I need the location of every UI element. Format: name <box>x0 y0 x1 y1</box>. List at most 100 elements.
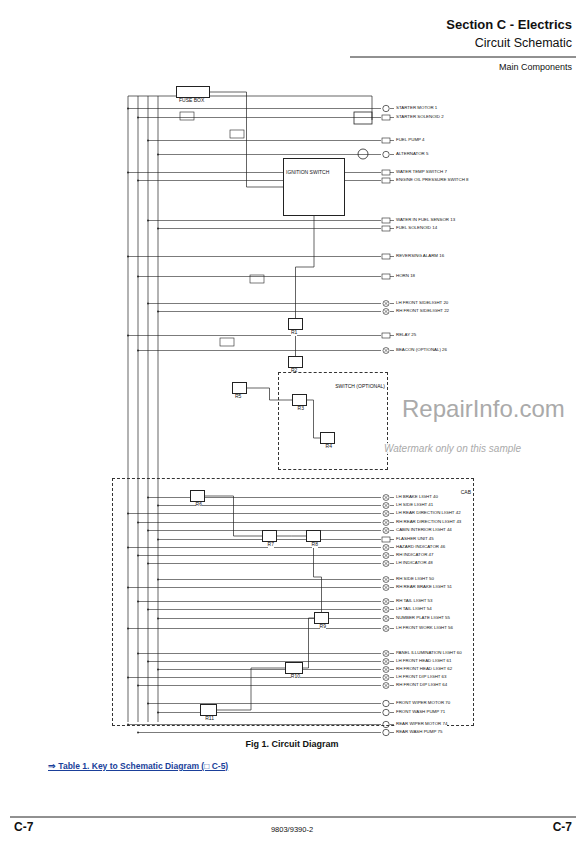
wire-connector <box>277 536 306 537</box>
component-label: ALTERNATOR 5 <box>396 152 428 157</box>
wire <box>138 555 381 556</box>
wire <box>148 140 381 141</box>
junction-dot <box>127 547 129 549</box>
wire <box>128 335 381 336</box>
lamp-cross <box>384 676 388 680</box>
battery-wire <box>190 96 372 97</box>
earth-wire <box>390 712 394 713</box>
lamp-symbol <box>383 651 389 657</box>
earth-wire <box>390 609 394 610</box>
lamp-symbol <box>383 511 389 517</box>
relay-box: R1 <box>288 318 303 330</box>
wire <box>158 579 381 580</box>
lamp-symbol <box>383 675 389 681</box>
lamp-symbol <box>383 626 389 632</box>
wire <box>138 653 381 654</box>
relay-box: R6 <box>190 490 205 502</box>
node-label: CAB <box>461 490 471 496</box>
junction-dot <box>127 677 129 679</box>
component-label: BEACON (OPTIONAL) 26 <box>396 348 447 353</box>
node-label: R8 <box>312 542 318 548</box>
earth-wire <box>390 677 394 678</box>
earth-wire <box>390 555 394 556</box>
lamp-cross <box>384 310 388 314</box>
junction-dot <box>157 712 159 714</box>
fuse-symbol <box>230 130 244 138</box>
earth-wire <box>390 522 394 523</box>
wire-connector <box>303 618 314 668</box>
lamp-cross <box>384 554 388 558</box>
component-label: REAR WASH PUMP 75 <box>396 730 442 735</box>
wire <box>148 661 381 662</box>
node-label: R7 <box>268 542 274 548</box>
wire <box>138 732 381 733</box>
component-label: HORN 18 <box>396 274 415 279</box>
component-label: REVERSING ALARM 16 <box>396 254 444 259</box>
page-label: C-7 <box>14 821 33 834</box>
lamp-symbol <box>383 495 389 501</box>
junction-dot <box>127 513 129 515</box>
wire-connector <box>307 400 320 438</box>
component-symbol <box>382 115 390 120</box>
wire <box>158 311 381 312</box>
page-title: Section C - Electrics <box>446 18 572 32</box>
wire <box>148 497 381 498</box>
node-label: R6 <box>196 502 202 508</box>
earth-wire <box>390 276 394 277</box>
earth-wire <box>390 335 394 336</box>
component-label: RH FRONT SIDELIGHT 22 <box>396 309 449 314</box>
lamp-cross <box>384 521 388 525</box>
earth-wire <box>390 618 394 619</box>
earth-wire <box>390 703 394 704</box>
wire <box>148 220 381 221</box>
node-label: R9 <box>320 624 326 630</box>
component-label: WATER IN FUEL SENSOR 13 <box>396 218 455 223</box>
junction-dot <box>127 587 129 589</box>
junction-dot <box>157 539 159 541</box>
node-label: R5 <box>235 394 241 400</box>
lamp-symbol <box>383 683 389 689</box>
component-label: RELAY 25 <box>396 333 416 338</box>
component-symbol <box>382 274 390 279</box>
node-label: FUSE BOX <box>179 98 204 104</box>
link-text: ⇒ Table 1. Key to Schematic Diagram (□ C… <box>48 762 228 771</box>
watermark: Watermark only on this sample <box>384 443 521 454</box>
junction-dot <box>137 522 139 524</box>
wire <box>138 276 381 277</box>
wire <box>138 601 381 602</box>
component-label: RH REAR BRAKE LIGHT 51 <box>396 585 452 590</box>
battery-symbol <box>354 112 372 124</box>
component-symbol <box>382 537 390 542</box>
wire <box>128 628 381 629</box>
earth-wire <box>390 732 394 733</box>
lamp-symbol <box>383 553 389 559</box>
earth-wire <box>390 653 394 654</box>
wire <box>128 587 381 588</box>
component-label: LH FRONT WORK LIGHT 56 <box>396 626 453 631</box>
motor-symbol <box>383 105 389 111</box>
component-label: PANEL ILLUMINATION LIGHT 60 <box>396 651 462 656</box>
lamp-cross <box>384 668 388 672</box>
earth-wire <box>390 220 394 221</box>
lamp-cross <box>384 302 388 306</box>
node-label: R4 <box>326 444 332 450</box>
junction-dot <box>157 311 159 313</box>
earth-wire <box>390 539 394 540</box>
node-label: R10 <box>291 674 300 680</box>
junction-dot <box>147 530 149 532</box>
junction-dot <box>147 303 149 305</box>
junction-dot <box>127 172 129 174</box>
relay-box: R3 <box>292 394 307 406</box>
component-label: RH SIDE LIGHT 50 <box>396 577 434 582</box>
earth-wire <box>390 547 394 548</box>
lamp-symbol <box>383 607 389 613</box>
lamp-cross <box>384 608 388 612</box>
motor-symbol <box>383 709 389 715</box>
lamp-cross <box>384 600 388 604</box>
component-label: HAZARD INDICATOR 46 <box>396 545 445 550</box>
earth-wire <box>390 180 394 181</box>
component-label: RH FRONT HEAD LIGHT 62 <box>396 667 452 672</box>
lamp-cross <box>384 349 388 353</box>
junction-dot <box>137 732 139 734</box>
